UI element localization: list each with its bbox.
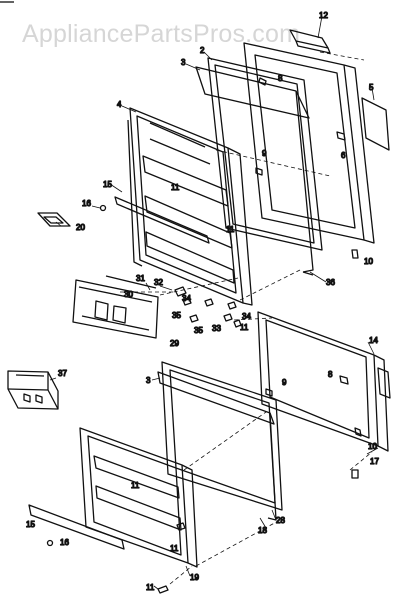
- callout-8: 8: [278, 74, 283, 83]
- callout-17: 17: [370, 457, 379, 466]
- part-14-outer-freezer-panel: [257, 311, 391, 452]
- upper-fasteners: [99, 77, 359, 328]
- callout-19: 19: [190, 573, 199, 582]
- part-2-door-gasket: [207, 57, 323, 251]
- callout-15b: 15: [26, 520, 35, 529]
- callout-15: 15: [103, 180, 112, 189]
- part-28-freezer-gasket: [161, 361, 283, 511]
- callout-31: 31: [136, 274, 145, 283]
- part-29-30-dairy-bin: [72, 275, 159, 339]
- callout-4: 4: [117, 100, 122, 109]
- callout-11b: 11: [226, 225, 235, 234]
- part-20-bin-cover: [37, 212, 71, 227]
- callout-9: 9: [262, 149, 267, 158]
- part-3-frame: [195, 66, 314, 276]
- callout-11e: 11: [170, 544, 179, 553]
- callout-6: 6: [341, 151, 346, 160]
- callout-5: 5: [369, 83, 374, 92]
- callout-33: 33: [212, 324, 221, 333]
- callout-20: 20: [76, 223, 85, 232]
- callout-3b: 3: [146, 376, 151, 385]
- callout-11f: 11: [146, 583, 155, 592]
- callout-11: 11: [171, 183, 180, 192]
- part-37-bin: [7, 370, 59, 410]
- part-12-handle-cap: [289, 29, 331, 54]
- callout-2: 2: [200, 46, 205, 55]
- part-4-inner-door-liner: [114, 107, 253, 306]
- callout-32: 32: [154, 278, 163, 287]
- callout-29: 29: [170, 339, 179, 348]
- callout-labels: 12 2 3 8 5 4 6 9 15 11 16 20 11 10 31 30…: [25, 10, 380, 592]
- callout-10b: 10: [368, 442, 377, 451]
- upper-guide-lines: [120, 51, 365, 321]
- callout-8b: 8: [328, 370, 333, 379]
- callout-35: 35: [172, 311, 181, 320]
- callout-36: 36: [326, 278, 335, 287]
- callout-9b: 9: [282, 378, 287, 387]
- callout-28: 28: [276, 516, 285, 525]
- callout-12: 12: [319, 11, 328, 20]
- callout-11d: 11: [131, 481, 140, 490]
- callout-34: 34: [182, 294, 191, 303]
- watermark: AppliancePartsPros.com: [22, 20, 301, 48]
- callout-18: 18: [258, 526, 267, 535]
- callout-37: 37: [58, 369, 67, 378]
- callout-leaders: [49, 15, 379, 590]
- callout-10: 10: [364, 257, 373, 266]
- callout-30: 30: [124, 290, 133, 299]
- callout-14: 14: [369, 336, 378, 345]
- part-5-outer-door-panel: [243, 42, 390, 244]
- callout-35b: 35: [194, 326, 203, 335]
- callout-34b: 34: [242, 312, 251, 321]
- callout-16: 16: [82, 199, 91, 208]
- callout-11c: 11: [240, 323, 249, 332]
- callout-16b: 16: [60, 538, 69, 547]
- callout-3: 3: [181, 58, 186, 67]
- lower-fasteners: [46, 375, 362, 594]
